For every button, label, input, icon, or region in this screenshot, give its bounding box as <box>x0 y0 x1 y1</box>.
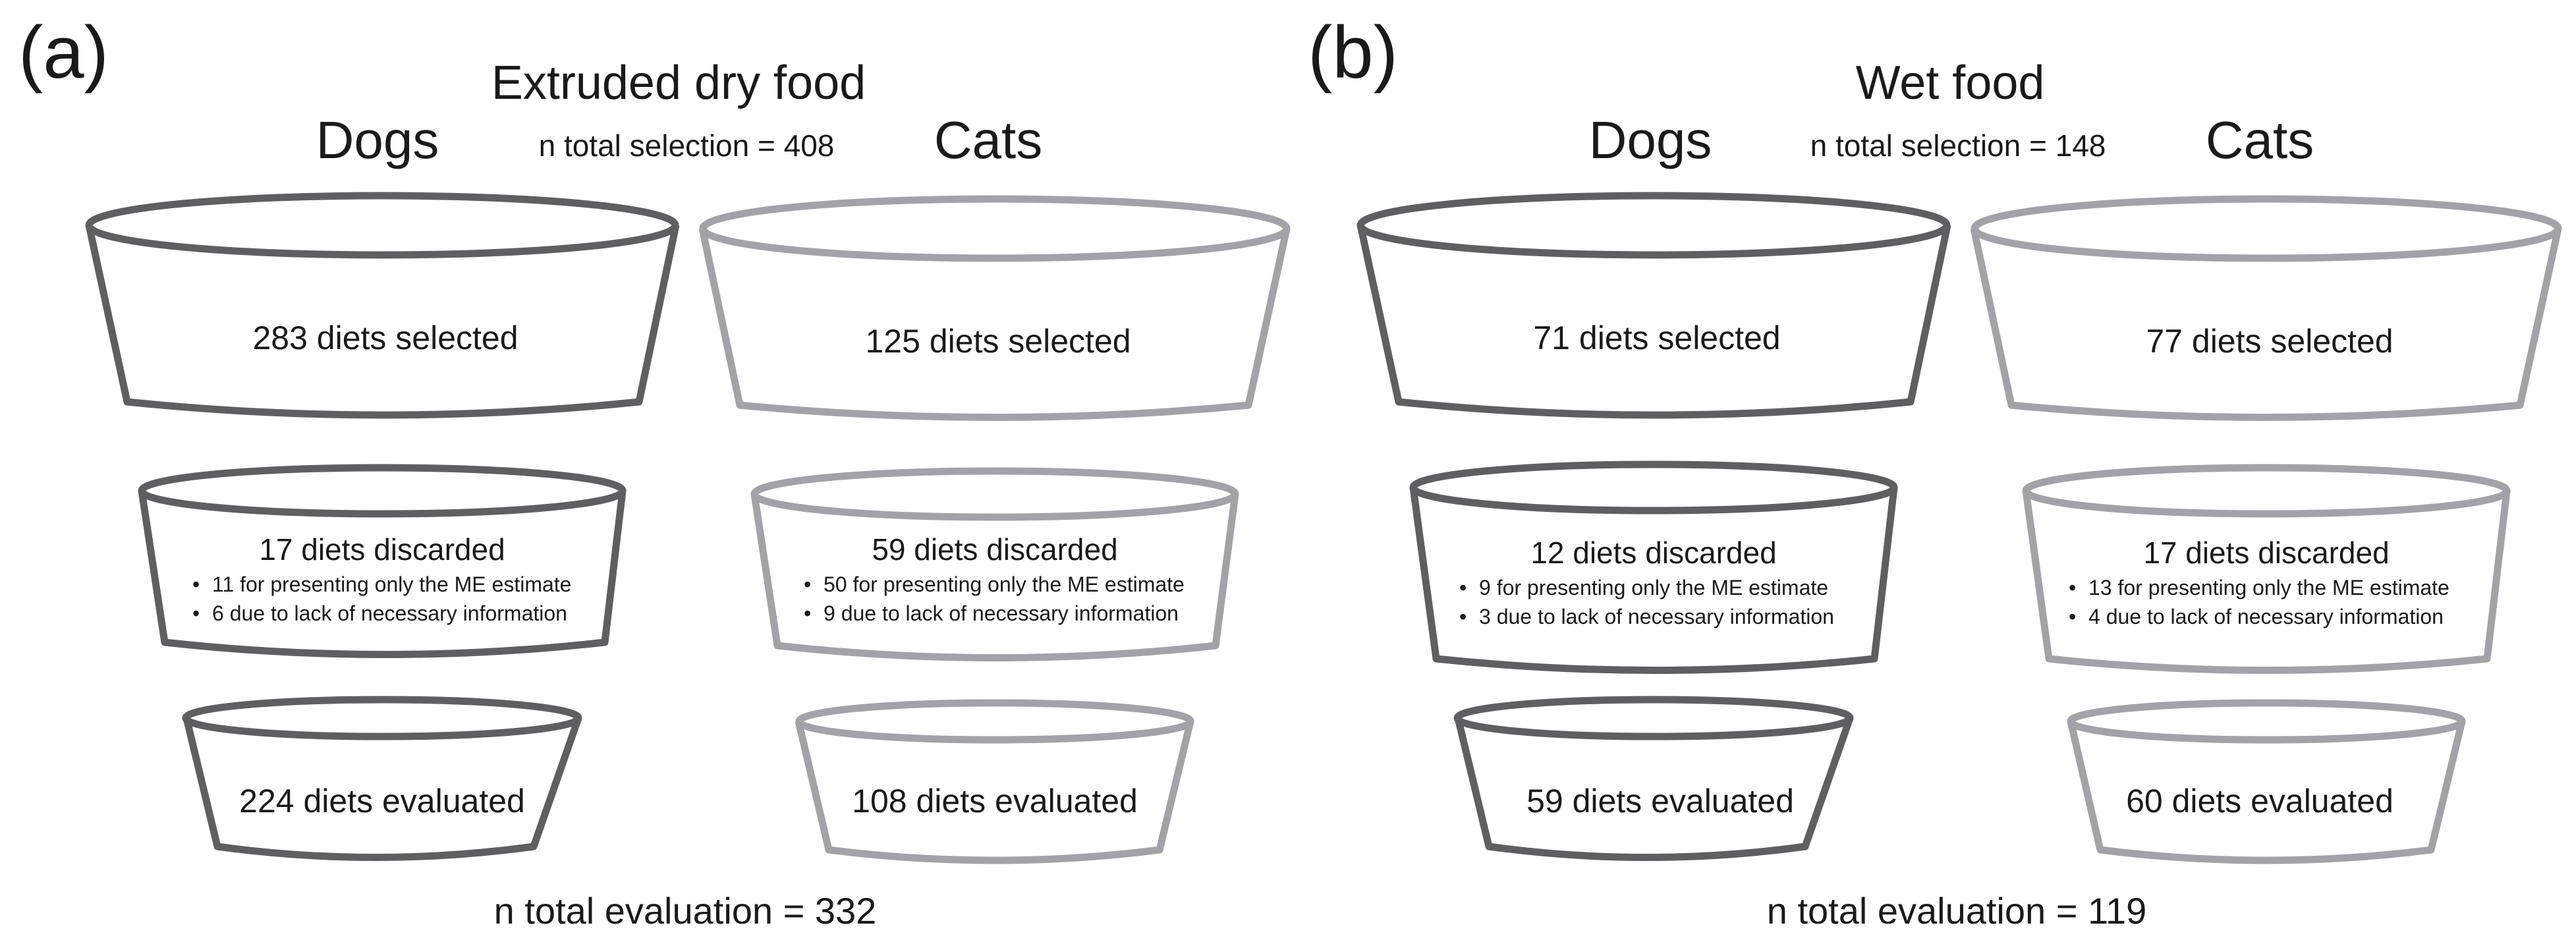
panel-a-letter: (a) <box>18 11 109 94</box>
panel-b-cats-evaluated-bowl <box>2067 699 2466 864</box>
panel-a-cats-discarded-text: 59 diets discarded <box>872 532 1117 567</box>
panel-b-dogs-bullet-1: 9 for presenting only the ME estimate <box>1479 576 1828 599</box>
panel-a-cats-selected-text: 125 diets selected <box>865 323 1131 360</box>
panel-b-dogs-evaluated-bowl <box>1453 696 1854 861</box>
panel-a-cats-bullet-2: 9 due to lack of necessary information <box>824 601 1179 625</box>
panel-a-cats-evaluated-bowl <box>795 699 1194 864</box>
panel-b-letter: (b) <box>1308 11 1398 94</box>
panel-b-dogs-label: Dogs <box>1589 111 1712 169</box>
panel-a-total-selection: n total selection = 408 <box>539 128 835 163</box>
panel-a-cats-bullet-dot-2: • <box>804 601 811 625</box>
panel-b-dogs-bullet-dot-2: • <box>1459 605 1467 628</box>
panel-a-cats-selected-bowl <box>698 195 1291 421</box>
panel-b-cats-evaluated-text: 60 diets evaluated <box>2126 783 2394 820</box>
panel-b-cats-label: Cats <box>2206 111 2314 169</box>
panel-a-dogs-bullet-dot-2: • <box>192 601 200 625</box>
panel-a-cats-bullet-1: 50 for presenting only the ME estimate <box>824 572 1185 596</box>
panel-a-dogs-discarded-text: 17 diets discarded <box>259 532 505 567</box>
panel-a-dogs-bullet-2: 6 due to lack of necessary information <box>212 601 567 625</box>
panel-a-dogs-selected-text: 283 diets selected <box>252 320 518 356</box>
panel-a-dogs-selected-bowl <box>85 192 680 419</box>
panel-a-total-evaluation: n total evaluation = 332 <box>494 890 877 932</box>
panel-b-dogs-selected-bowl <box>1357 192 1951 419</box>
panel-a-cats-discarded-bowl <box>750 467 1239 661</box>
panel-b-cats-bullet-dot-2: • <box>2069 605 2076 628</box>
panel-a-dogs-bullet-dot-1: • <box>192 572 200 596</box>
panel-a-dogs-evaluated-bowl <box>182 696 582 861</box>
panel-a: (a) Extruded dry food Dogs n total selec… <box>18 11 1291 932</box>
panel-b-cats-bullet-dot-1: • <box>2069 576 2076 599</box>
panel-a-title: Extruded dry food <box>491 57 866 109</box>
panel-b-total-evaluation: n total evaluation = 119 <box>1767 890 2147 932</box>
panel-b-cats-discarded-bowl <box>2022 464 2511 674</box>
panel-b-cats-selected-bowl <box>1970 195 2562 421</box>
panel-a-dogs-discarded-bowl <box>138 464 627 658</box>
panel-b-dogs-discarded-bowl <box>1409 460 1898 674</box>
panel-a-dogs-label: Dogs <box>316 111 439 169</box>
panel-b-cats-discarded-text: 17 diets discarded <box>2143 536 2389 570</box>
panel-a-cats-label: Cats <box>934 111 1043 169</box>
panel-b-dogs-discarded-text: 12 diets discarded <box>1530 536 1776 570</box>
panel-b-cats-bullet-2: 4 due to lack of necessary information <box>2088 605 2444 628</box>
panel-b-dogs-bullet-2: 3 due to lack of necessary information <box>1479 605 1834 628</box>
panel-b: (b) Wet food Dogs n total selection = 14… <box>1308 11 2562 932</box>
panel-a-cats-bullet-dot-1: • <box>804 572 811 596</box>
panel-a-dogs-evaluated-text: 224 diets evaluated <box>239 783 525 820</box>
panel-b-dogs-selected-text: 71 diets selected <box>1533 320 1780 356</box>
panel-b-title: Wet food <box>1856 57 2045 109</box>
panel-a-dogs-bullet-1: 11 for presenting only the ME estimate <box>212 572 571 596</box>
panel-a-cats-evaluated-text: 108 diets evaluated <box>852 783 1138 820</box>
panel-b-cats-selected-text: 77 diets selected <box>2146 323 2393 360</box>
panel-b-dogs-bullet-dot-1: • <box>1459 576 1467 599</box>
panel-b-dogs-evaluated-text: 59 diets evaluated <box>1526 783 1794 820</box>
panel-b-cats-bullet-1: 13 for presenting only the ME estimate <box>2088 576 2450 599</box>
panel-b-total-selection: n total selection = 148 <box>1810 128 2106 163</box>
